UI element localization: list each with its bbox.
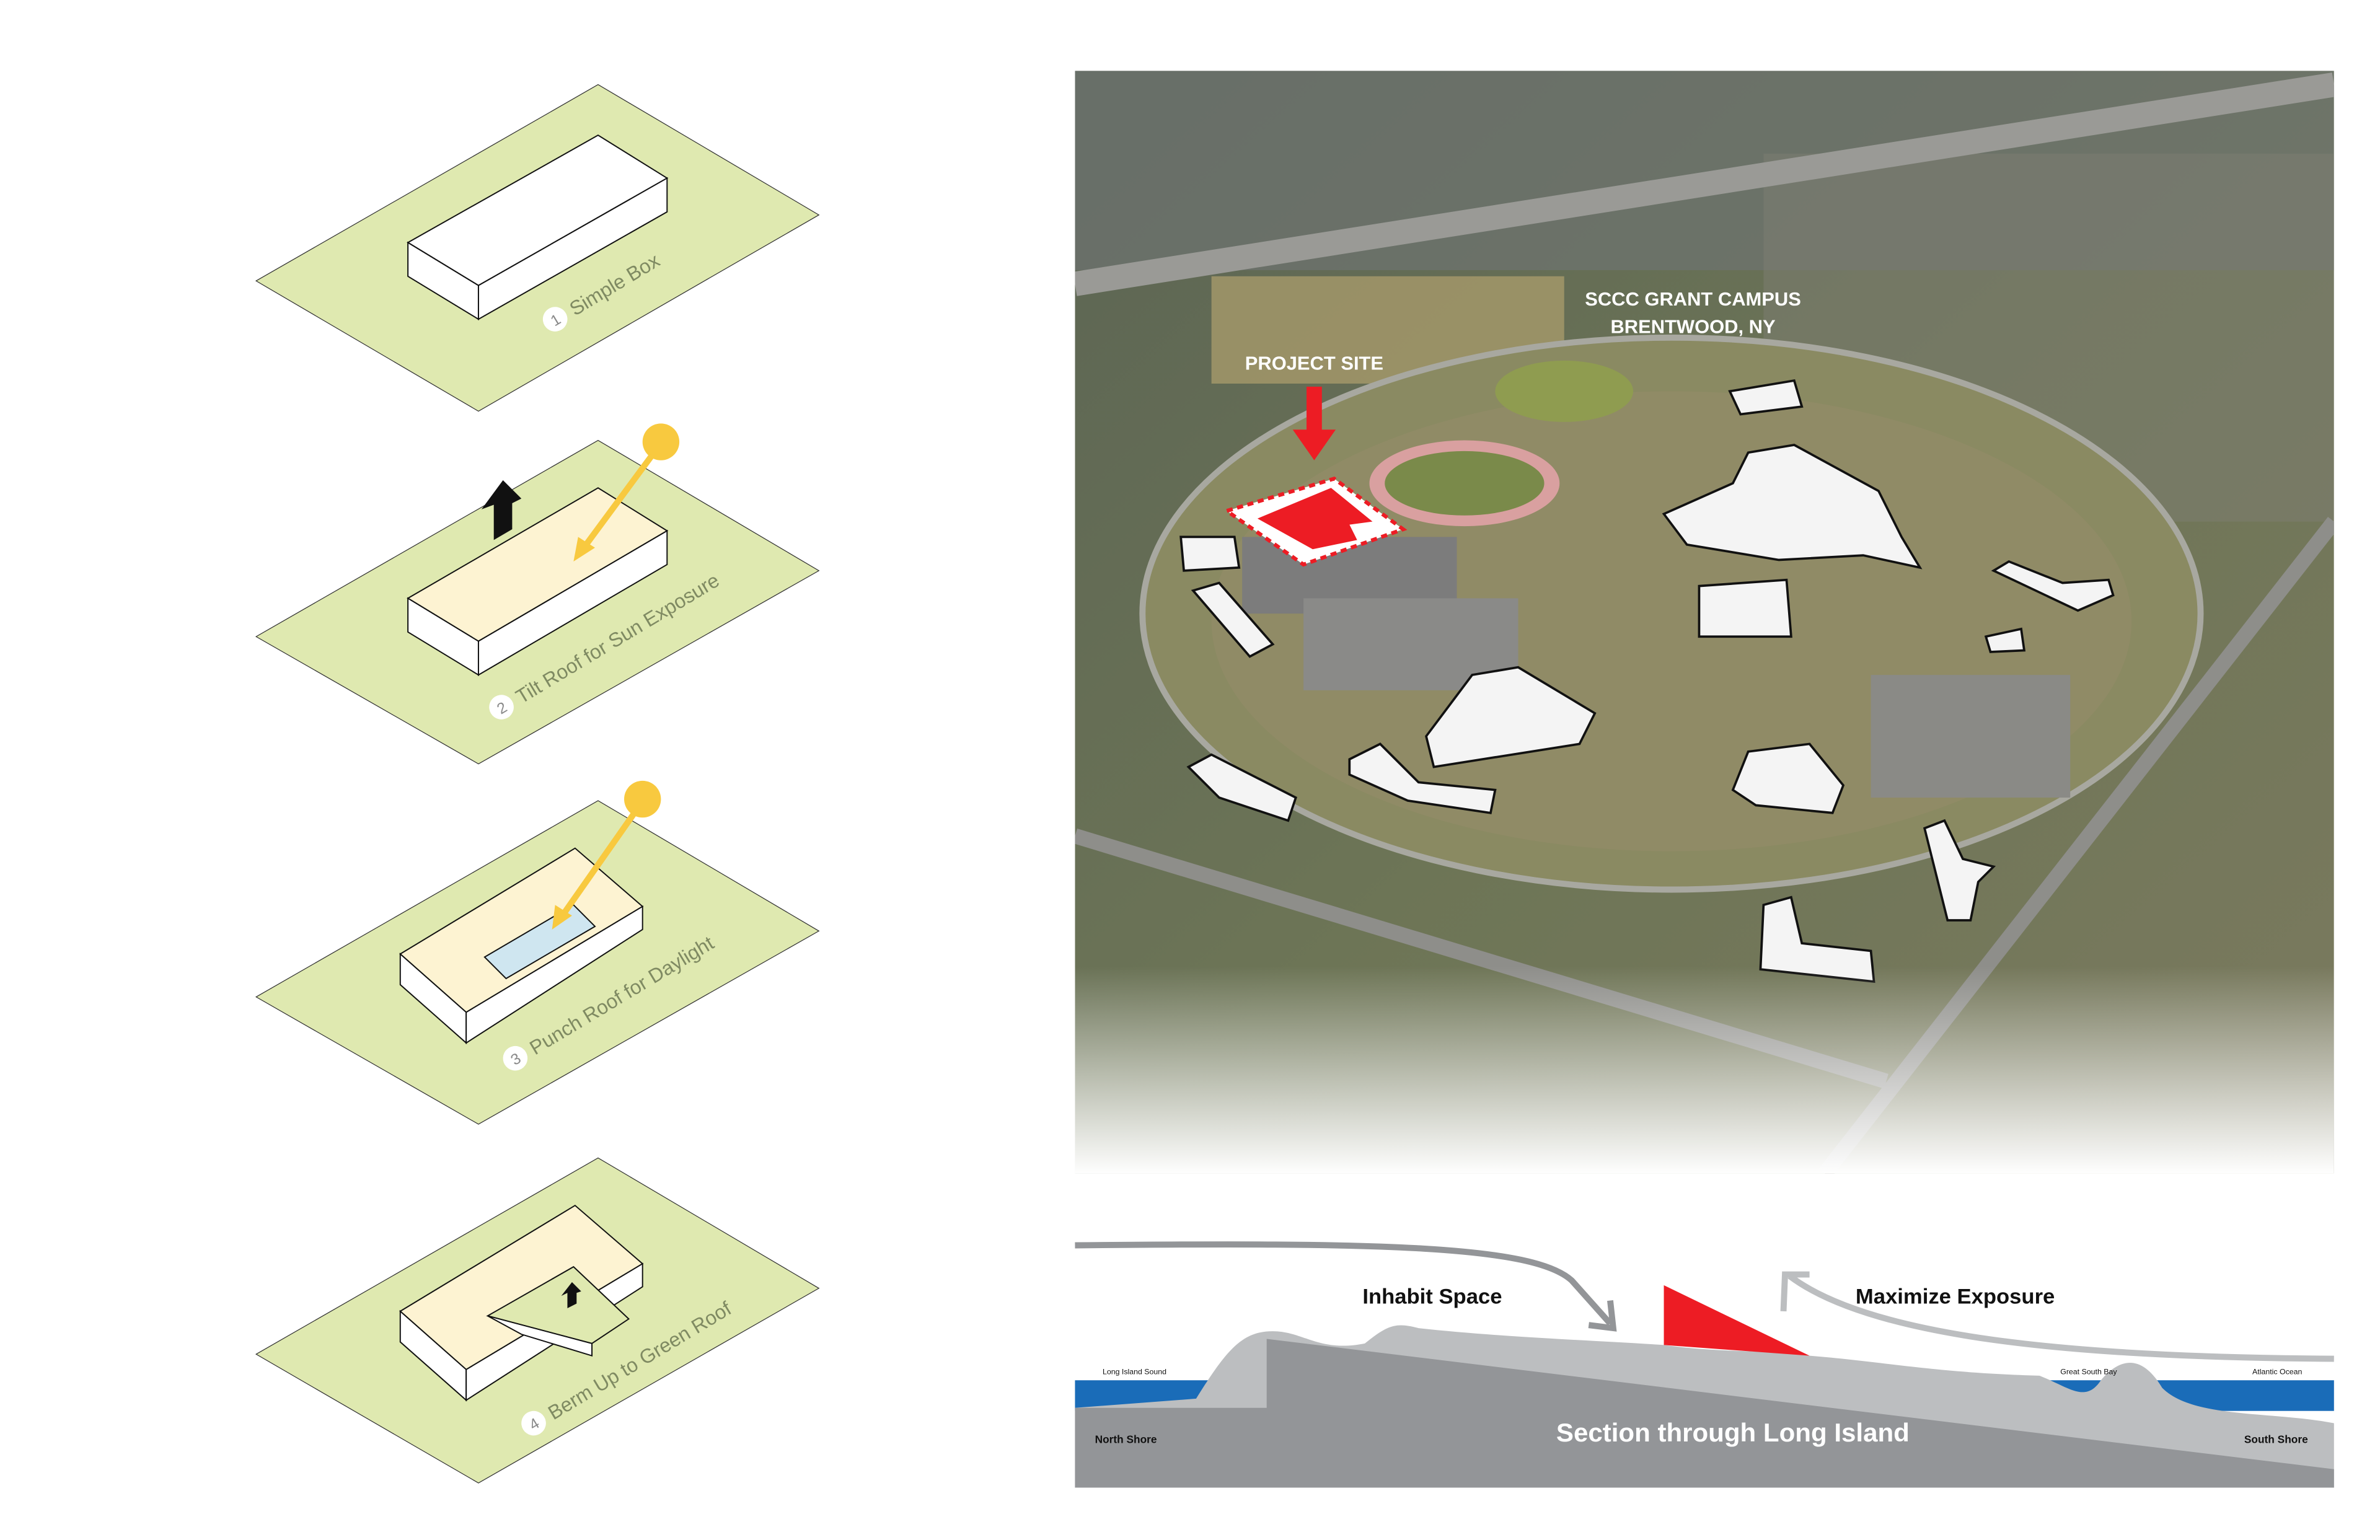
building-wedge [1664,1285,1810,1356]
project-site-arrow-icon [1292,386,1336,460]
project-site-outline [1222,476,1408,567]
great-south-bay-label: Great South Bay [2060,1367,2117,1376]
sun-icon [573,423,680,562]
up-arrow-icon [481,480,522,540]
inhabit-space-label: Inhabit Space [1362,1285,1502,1309]
maximize-exposure-label: Maximize Exposure [1856,1285,2055,1309]
step-3-diagram: 3 Punch Roof for Daylight [255,780,820,1125]
step-1-diagram: 1 Simple Box [255,84,820,412]
long-island-section: Inhabit Space Maximize Exposure Section … [1075,1241,2334,1488]
skylight-opening [483,904,596,980]
north-shore-label: North Shore [1095,1433,1157,1446]
step-number-badge [542,307,568,332]
campus-buildings [1179,379,2115,983]
campus-location-label: BRENTWOOD, NY [1610,315,1776,337]
bermed-roof-box [399,1204,644,1402]
aerial-photo: PROJECT SITE SCCC GRANT CAMPUS BRENTWOOD… [1075,71,2334,1174]
step-number-badge [503,1045,528,1071]
project-site-label: PROJECT SITE [1245,353,1383,374]
step-4-diagram: 4 Berm Up to Green Roof [255,1157,820,1484]
inhabit-arrow-icon [1075,1241,1617,1332]
step-number-badge [521,1410,546,1436]
section-title: Section through Long Island [1556,1418,1910,1447]
step-2-diagram: 2 Tilt Roof for Sun Exposure [255,423,820,765]
exposure-arrow-icon [1780,1271,2334,1362]
long-island-sound-label: Long Island Sound [1103,1367,1166,1376]
atlantic-ocean-label: Atlantic Ocean [2252,1367,2303,1376]
up-arrow-icon [561,1282,581,1308]
ground-section [1075,1339,2334,1488]
sun-icon [552,780,661,930]
step-number-badge [489,695,514,719]
campus-name-label: SCCC GRANT CAMPUS [1585,288,1801,310]
south-shore-label: South Shore [2244,1433,2308,1446]
simple-box [407,134,669,320]
